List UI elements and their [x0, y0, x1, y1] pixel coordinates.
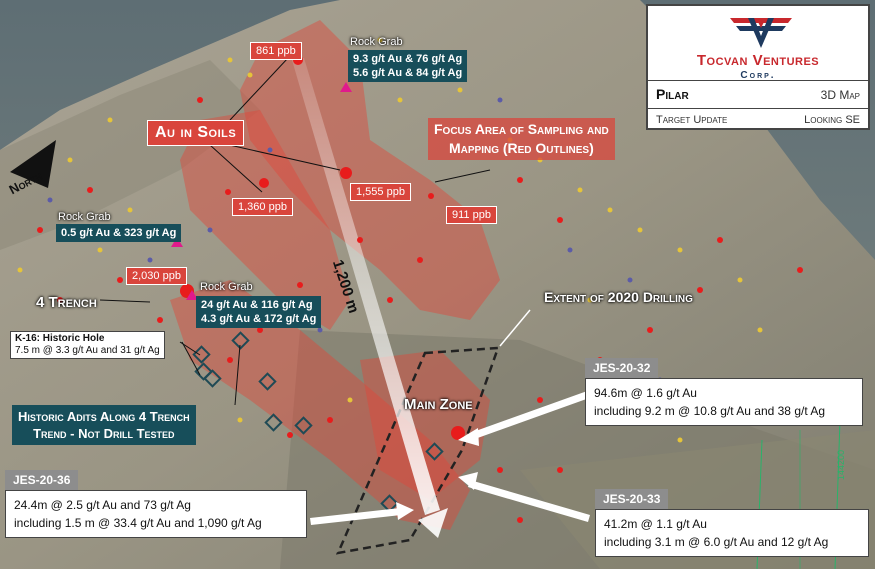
historic-adits: [192, 331, 444, 513]
view-direction: Looking SE: [804, 114, 860, 126]
focus-area-west: [180, 110, 350, 330]
historic-hole-label: K-16: Historic Hole 7.5 m @ 3.3 g/t Au a…: [10, 331, 165, 359]
rock-grab-marker: [340, 82, 352, 92]
historic-hole-text: 7.5 m @ 3.3 g/t Au and 31 g/t Ag: [15, 345, 160, 356]
distance-arrow-head: [418, 508, 448, 538]
soil-value-1555: 1,555 ppb: [350, 183, 411, 201]
drilling-extent-label: Extent of 2020 Drilling: [544, 289, 693, 305]
drill-hole-id: JES-20-33: [595, 489, 669, 509]
rock-grab-values: 24 g/t Au & 116 g/t Ag 4.3 g/t Au & 172 …: [196, 296, 322, 328]
mountain-ridge-shade: [0, 60, 260, 250]
brand-name: Tocvan Ventures: [696, 52, 820, 69]
drill-hole-line: 94.6m @ 1.6 g/t Au: [594, 386, 697, 400]
historic-adits-line: Historic Adits Along 4 Trench: [18, 409, 190, 424]
drill-hole-jes-20-32: JES-20-32 94.6m @ 1.6 g/t Au including 9…: [585, 358, 863, 426]
tocvan-logo-icon: [730, 18, 792, 48]
rock-grab-title: Rock Grab: [200, 281, 253, 293]
drill-hole-line: including 1.5 m @ 33.4 g/t Au and 1,090 …: [14, 516, 262, 530]
historic-adits-label: Historic Adits Along 4 Trench Trend - No…: [12, 405, 196, 445]
project-name: Pilar: [656, 86, 689, 102]
focus-area-line: Focus Area of Sampling and: [434, 121, 609, 137]
rock-grab-marker: [186, 290, 198, 300]
drill-hole-line: 24.4m @ 2.5 g/t Au and 73 g/t Ag: [14, 498, 191, 512]
leader-lines: [99, 57, 491, 406]
drill-hole-line: including 3.1 m @ 6.0 g/t Au and 12 g/t …: [604, 535, 829, 549]
soil-value-861: 861 ppb: [250, 42, 302, 60]
rock-grab-line: 4.3 g/t Au & 172 g/t Ag: [201, 313, 317, 325]
map-type: 3D Map: [820, 88, 860, 102]
soil-value-1360: 1,360 ppb: [232, 198, 293, 216]
grid-label: 144200: [836, 449, 847, 481]
title-panel: Tocvan Ventures Corp. Pilar 3D Map Targe…: [646, 4, 870, 130]
drill-hole-line: including 9.2 m @ 10.8 g/t Au and 38 g/t…: [594, 404, 826, 418]
rock-grab-values: 0.5 g/t Au & 323 g/t Ag: [56, 224, 182, 242]
rock-grab-marker: [171, 237, 183, 247]
drill-hole-id: JES-20-36: [5, 470, 79, 490]
drill-hole-result: 24.4m @ 2.5 g/t Au and 73 g/t Ag includi…: [5, 490, 307, 538]
focus-area-label: Focus Area of Sampling and Mapping (Red …: [428, 118, 615, 160]
drill-hole-line: 41.2m @ 1.1 g/t Au: [604, 517, 707, 531]
soil-value-911: 911 ppb: [446, 206, 497, 224]
rock-grab-line: 0.5 g/t Au & 323 g/t Ag: [61, 227, 177, 239]
rock-grab-line: 5.6 g/t Au & 84 g/t Ag: [353, 67, 463, 79]
drill-hole-jes-20-33: JES-20-33 41.2m @ 1.1 g/t Au including 3…: [595, 489, 869, 557]
distance-arrow: [292, 58, 440, 515]
brand-suffix: Corp.: [740, 70, 776, 81]
rock-grab-values: 9.3 g/t Au & 76 g/t Ag 5.6 g/t Au & 84 g…: [348, 50, 468, 82]
extent-leader: [499, 309, 531, 347]
callout-arrows: [310, 390, 592, 525]
drill-hole-id: JES-20-32: [585, 358, 659, 378]
map-subtitle: Target Update: [656, 114, 728, 126]
soil-value-2030: 2,030 ppb: [126, 267, 187, 285]
rock-grab-title: Rock Grab: [58, 211, 111, 223]
historic-hole-title: K-16: Historic Hole: [15, 333, 105, 344]
drill-hole-result: 94.6m @ 1.6 g/t Au including 9.2 m @ 10.…: [585, 378, 863, 426]
au-in-soils-label: Au in Soils: [147, 120, 245, 146]
drill-hole-jes-20-36: JES-20-36 24.4m @ 2.5 g/t Au and 73 g/t …: [5, 470, 307, 538]
rock-grab-line: 24 g/t Au & 116 g/t Ag: [201, 299, 313, 311]
historic-adits-line: Trend - Not Drill Tested: [33, 426, 175, 441]
rock-grab-title: Rock Grab: [350, 36, 403, 48]
drill-hole-result: 41.2m @ 1.1 g/t Au including 3.1 m @ 6.0…: [595, 509, 869, 557]
main-zone-label: Main Zone: [404, 396, 473, 413]
trench-label: 4 Trench: [36, 294, 97, 311]
north-arrow-icon: [10, 140, 56, 188]
rock-grab-line: 9.3 g/t Au & 76 g/t Ag: [353, 53, 463, 65]
focus-area-line: Mapping (Red Outlines): [448, 140, 594, 156]
